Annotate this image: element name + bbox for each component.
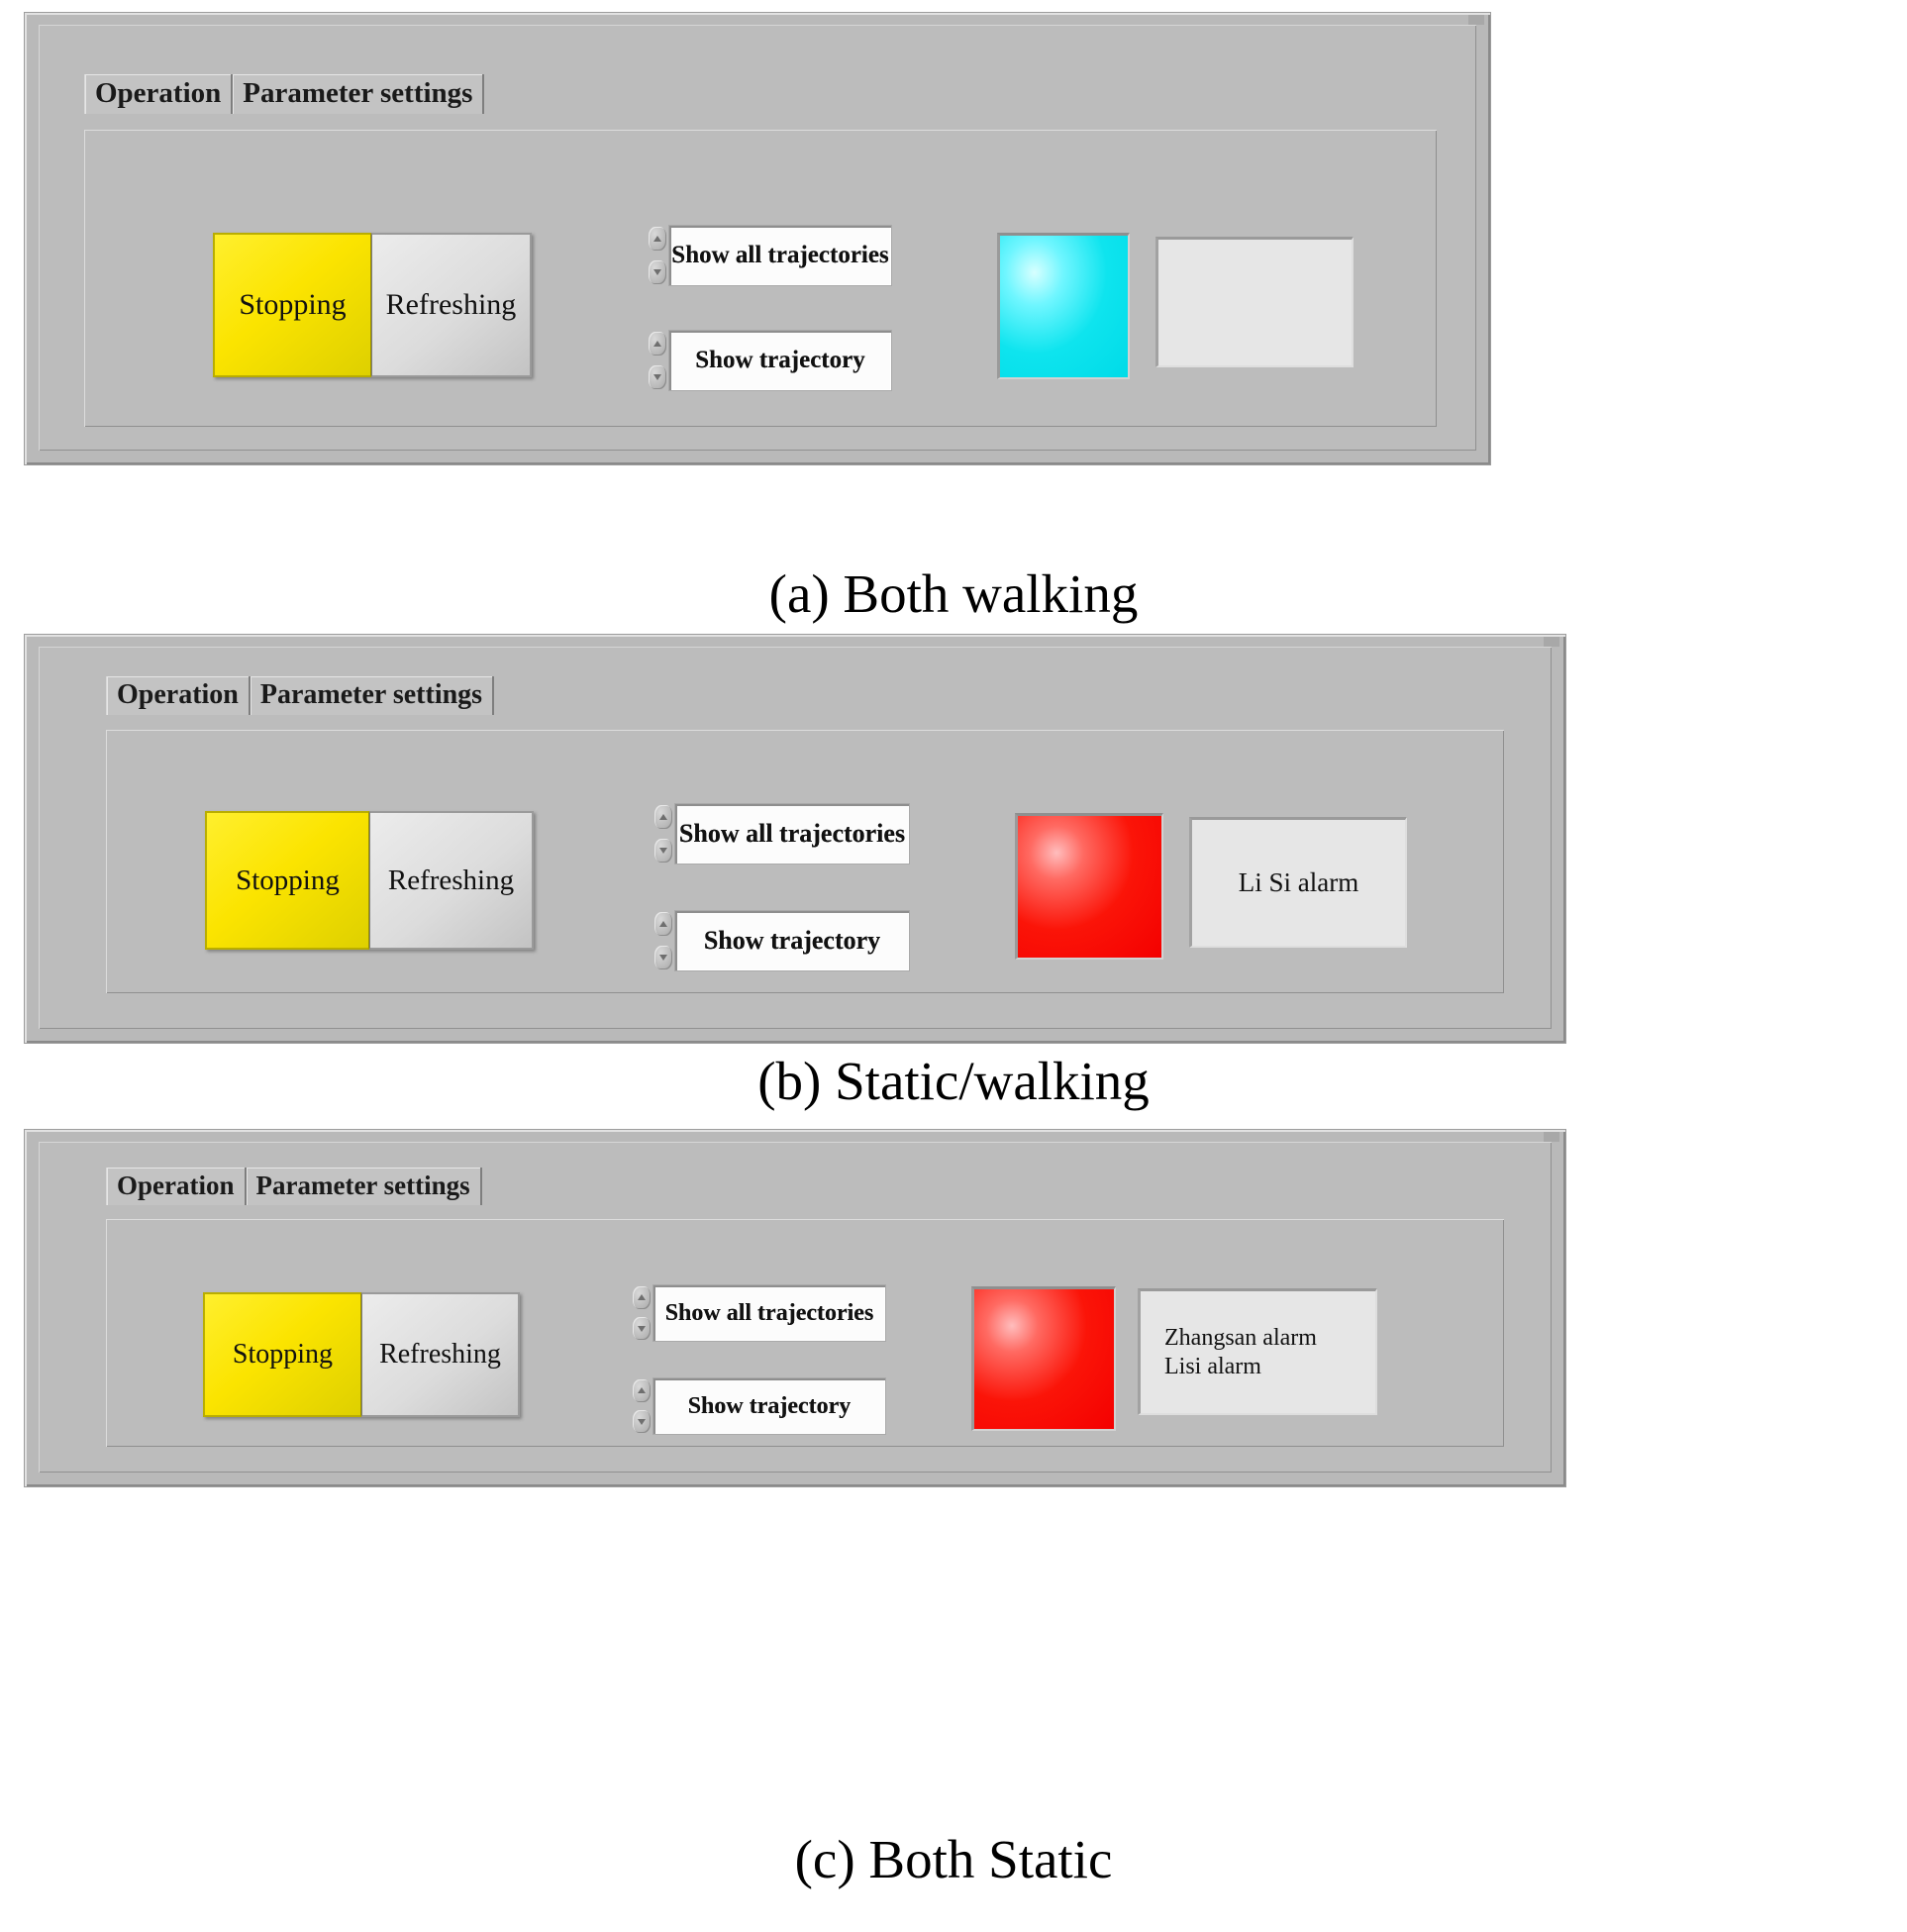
- show-all-trajectories-control: Show all trajectories: [631, 1284, 886, 1342]
- show-trajectory-spinner[interactable]: [631, 1377, 652, 1435]
- caption-c-text: (c) Both Static: [794, 1829, 1113, 1889]
- refreshing-label: Refreshing: [379, 1339, 501, 1370]
- tab-operation-label: Operation: [117, 679, 239, 710]
- stopping-button[interactable]: Stopping: [205, 811, 369, 950]
- alarm-message-text: Zhangsan alarm Lisi alarm: [1164, 1325, 1317, 1379]
- alarm-message-text: Li Si alarm: [1238, 866, 1359, 897]
- show-all-trajectories-value: Show all trajectories: [671, 242, 889, 268]
- show-all-trajectories-spinner[interactable]: [647, 225, 668, 286]
- show-all-trajectories-control: Show all trajectories: [647, 225, 892, 286]
- show-all-trajectories-value: Show all trajectories: [664, 1299, 874, 1326]
- stopping-label: Stopping: [239, 288, 347, 321]
- triangle-up-icon[interactable]: [654, 805, 672, 830]
- alarm-message-display[interactable]: Zhangsan alarm Lisi alarm: [1138, 1288, 1377, 1415]
- triangle-up-icon[interactable]: [649, 332, 666, 356]
- refreshing-label: Refreshing: [385, 288, 517, 321]
- stopping-label: Stopping: [236, 864, 340, 896]
- tab-operation[interactable]: Operation: [106, 676, 251, 716]
- show-trajectory-field[interactable]: Show trajectory: [668, 330, 892, 391]
- stopping-button[interactable]: Stopping: [203, 1292, 361, 1417]
- window-nub: [1468, 15, 1484, 25]
- alarm-message-display[interactable]: Li Si alarm: [1189, 817, 1407, 948]
- caption-c: (c) Both Static: [0, 1828, 1907, 1890]
- alarm-led-indicator[interactable]: [971, 1286, 1116, 1431]
- panel-b-button-pair: Stopping Refreshing: [205, 811, 534, 950]
- triangle-down-icon[interactable]: [633, 1410, 651, 1433]
- show-all-trajectories-value: Show all trajectories: [678, 819, 906, 848]
- panel-b-window: Operation Parameter settings Stopping Re…: [24, 634, 1566, 1044]
- show-trajectory-control: Show trajectory: [631, 1377, 886, 1435]
- alarm-message-display[interactable]: [1155, 237, 1354, 367]
- triangle-down-icon[interactable]: [649, 364, 666, 389]
- show-trajectory-value: Show trajectory: [687, 1392, 852, 1419]
- triangle-down-icon[interactable]: [654, 945, 672, 969]
- triangle-down-icon[interactable]: [633, 1317, 651, 1340]
- stopping-label: Stopping: [232, 1339, 334, 1370]
- show-trajectory-spinner[interactable]: [647, 330, 668, 391]
- panel-c-window: Operation Parameter settings Stopping Re…: [24, 1129, 1566, 1487]
- show-all-trajectories-spinner[interactable]: [652, 803, 674, 864]
- caption-a-text: (a) Both walking: [768, 563, 1139, 624]
- panel-b-tabstrip: Operation Parameter settings: [106, 676, 495, 716]
- window-nub: [1544, 637, 1559, 647]
- panel-a-tabstrip: Operation Parameter settings: [84, 74, 485, 115]
- show-trajectory-field[interactable]: Show trajectory: [652, 1377, 886, 1435]
- caption-a: (a) Both walking: [0, 562, 1907, 625]
- triangle-up-icon[interactable]: [633, 1286, 651, 1309]
- tab-operation-label: Operation: [95, 77, 222, 109]
- show-all-trajectories-field[interactable]: Show all trajectories: [668, 225, 892, 286]
- tab-parameter-settings[interactable]: Parameter settings: [250, 676, 495, 716]
- caption-b-text: (b) Static/walking: [757, 1051, 1150, 1111]
- tab-parameter-settings[interactable]: Parameter settings: [246, 1168, 482, 1206]
- caption-b: (b) Static/walking: [0, 1050, 1907, 1112]
- refreshing-button[interactable]: Refreshing: [371, 233, 532, 377]
- show-all-trajectories-spinner[interactable]: [631, 1284, 652, 1342]
- alarm-led-indicator[interactable]: [1015, 813, 1163, 960]
- tab-parameter-settings-label: Parameter settings: [259, 679, 483, 710]
- panel-a-button-pair: Stopping Refreshing: [213, 233, 532, 377]
- show-trajectory-value: Show trajectory: [695, 347, 865, 373]
- show-all-trajectories-field[interactable]: Show all trajectories: [674, 803, 910, 864]
- window-nub: [1544, 1132, 1559, 1142]
- tab-operation-label: Operation: [117, 1170, 235, 1200]
- tab-operation[interactable]: Operation: [84, 74, 234, 115]
- tab-parameter-settings-label: Parameter settings: [243, 77, 473, 109]
- stopping-button[interactable]: Stopping: [213, 233, 371, 377]
- refreshing-label: Refreshing: [387, 864, 515, 896]
- show-trajectory-control: Show trajectory: [647, 330, 892, 391]
- triangle-down-icon[interactable]: [649, 259, 666, 284]
- show-all-trajectories-control: Show all trajectories: [652, 803, 910, 864]
- panel-c-tabstrip: Operation Parameter settings: [106, 1168, 482, 1206]
- show-all-trajectories-field[interactable]: Show all trajectories: [652, 1284, 886, 1342]
- show-trajectory-value: Show trajectory: [703, 926, 881, 955]
- refreshing-button[interactable]: Refreshing: [361, 1292, 520, 1417]
- triangle-up-icon[interactable]: [654, 912, 672, 937]
- show-trajectory-control: Show trajectory: [652, 910, 910, 971]
- alarm-led-indicator[interactable]: [997, 233, 1130, 379]
- triangle-up-icon[interactable]: [633, 1379, 651, 1402]
- tab-operation[interactable]: Operation: [106, 1168, 247, 1206]
- refreshing-button[interactable]: Refreshing: [369, 811, 534, 950]
- panel-a-window: Operation Parameter settings Stopping Re…: [24, 12, 1491, 465]
- panel-c-button-pair: Stopping Refreshing: [203, 1292, 520, 1417]
- triangle-down-icon[interactable]: [654, 838, 672, 863]
- tab-parameter-settings[interactable]: Parameter settings: [233, 74, 485, 115]
- tab-parameter-settings-label: Parameter settings: [255, 1170, 470, 1200]
- triangle-up-icon[interactable]: [649, 227, 666, 252]
- show-trajectory-field[interactable]: Show trajectory: [674, 910, 910, 971]
- show-trajectory-spinner[interactable]: [652, 910, 674, 971]
